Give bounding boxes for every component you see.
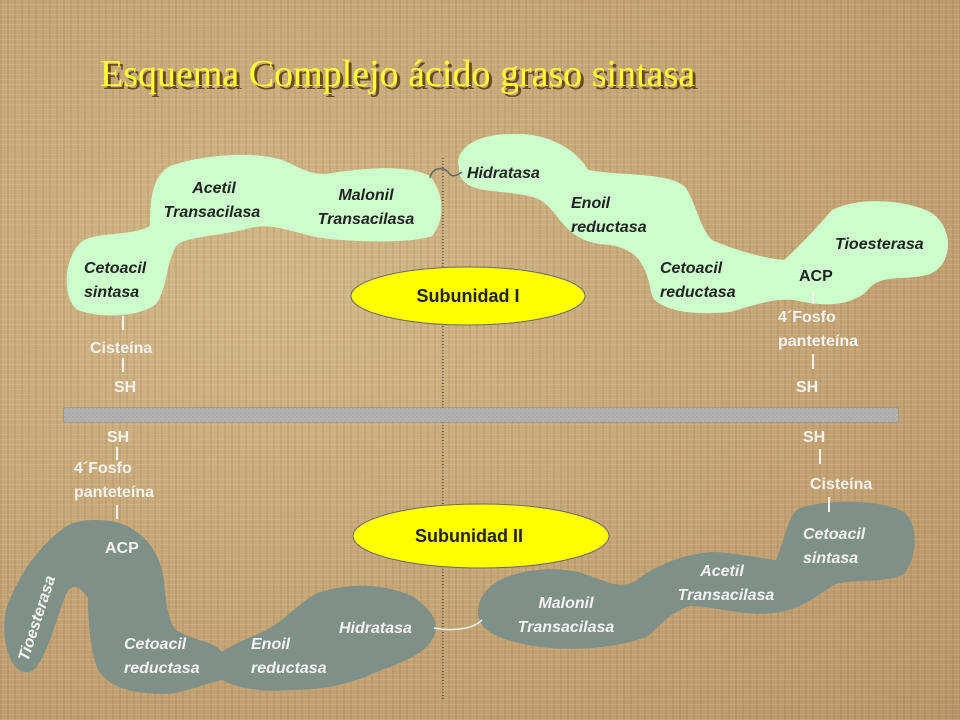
s1-tioesterasa-label: Tioesterasa xyxy=(835,236,924,253)
subunit-2-left-domain xyxy=(4,520,436,694)
subunit-2-linker xyxy=(433,619,483,631)
subunit-2-ellipse xyxy=(352,503,610,569)
subunit-2-label: Subunidad II xyxy=(415,526,523,546)
s1-cisteina-label: Cisteína xyxy=(90,340,152,357)
subunit-1-right-domain xyxy=(458,133,948,314)
title-shadow: Esquema Complejo ácido graso sintasa xyxy=(103,56,698,98)
s1-right-sh-label: SH xyxy=(796,379,818,396)
page-title: Esquema Complejo ácido graso sintasa xyxy=(100,53,695,95)
s2-right-sh-label: SH xyxy=(803,429,825,446)
s1-acp-label: ACP xyxy=(799,268,833,285)
s2-cisteina-label: Cisteína xyxy=(810,476,872,493)
subunit-1-label: Subunidad I xyxy=(417,286,520,306)
subunit-1-linker xyxy=(429,167,463,179)
membrane-band-texture xyxy=(64,408,898,422)
s2-left-sh-label: SH xyxy=(107,429,129,446)
s2-acp-label: ACP xyxy=(105,540,139,557)
subunit-2-right-domain xyxy=(478,501,915,649)
subunit-1-ellipse xyxy=(350,266,586,326)
s1-hidratasa-label: Hidratasa xyxy=(467,165,540,182)
subunit-1-left-domain xyxy=(66,154,442,316)
s1-left-sh-label: SH xyxy=(114,379,136,396)
s2-hidratasa-label: Hidratasa xyxy=(339,620,412,637)
